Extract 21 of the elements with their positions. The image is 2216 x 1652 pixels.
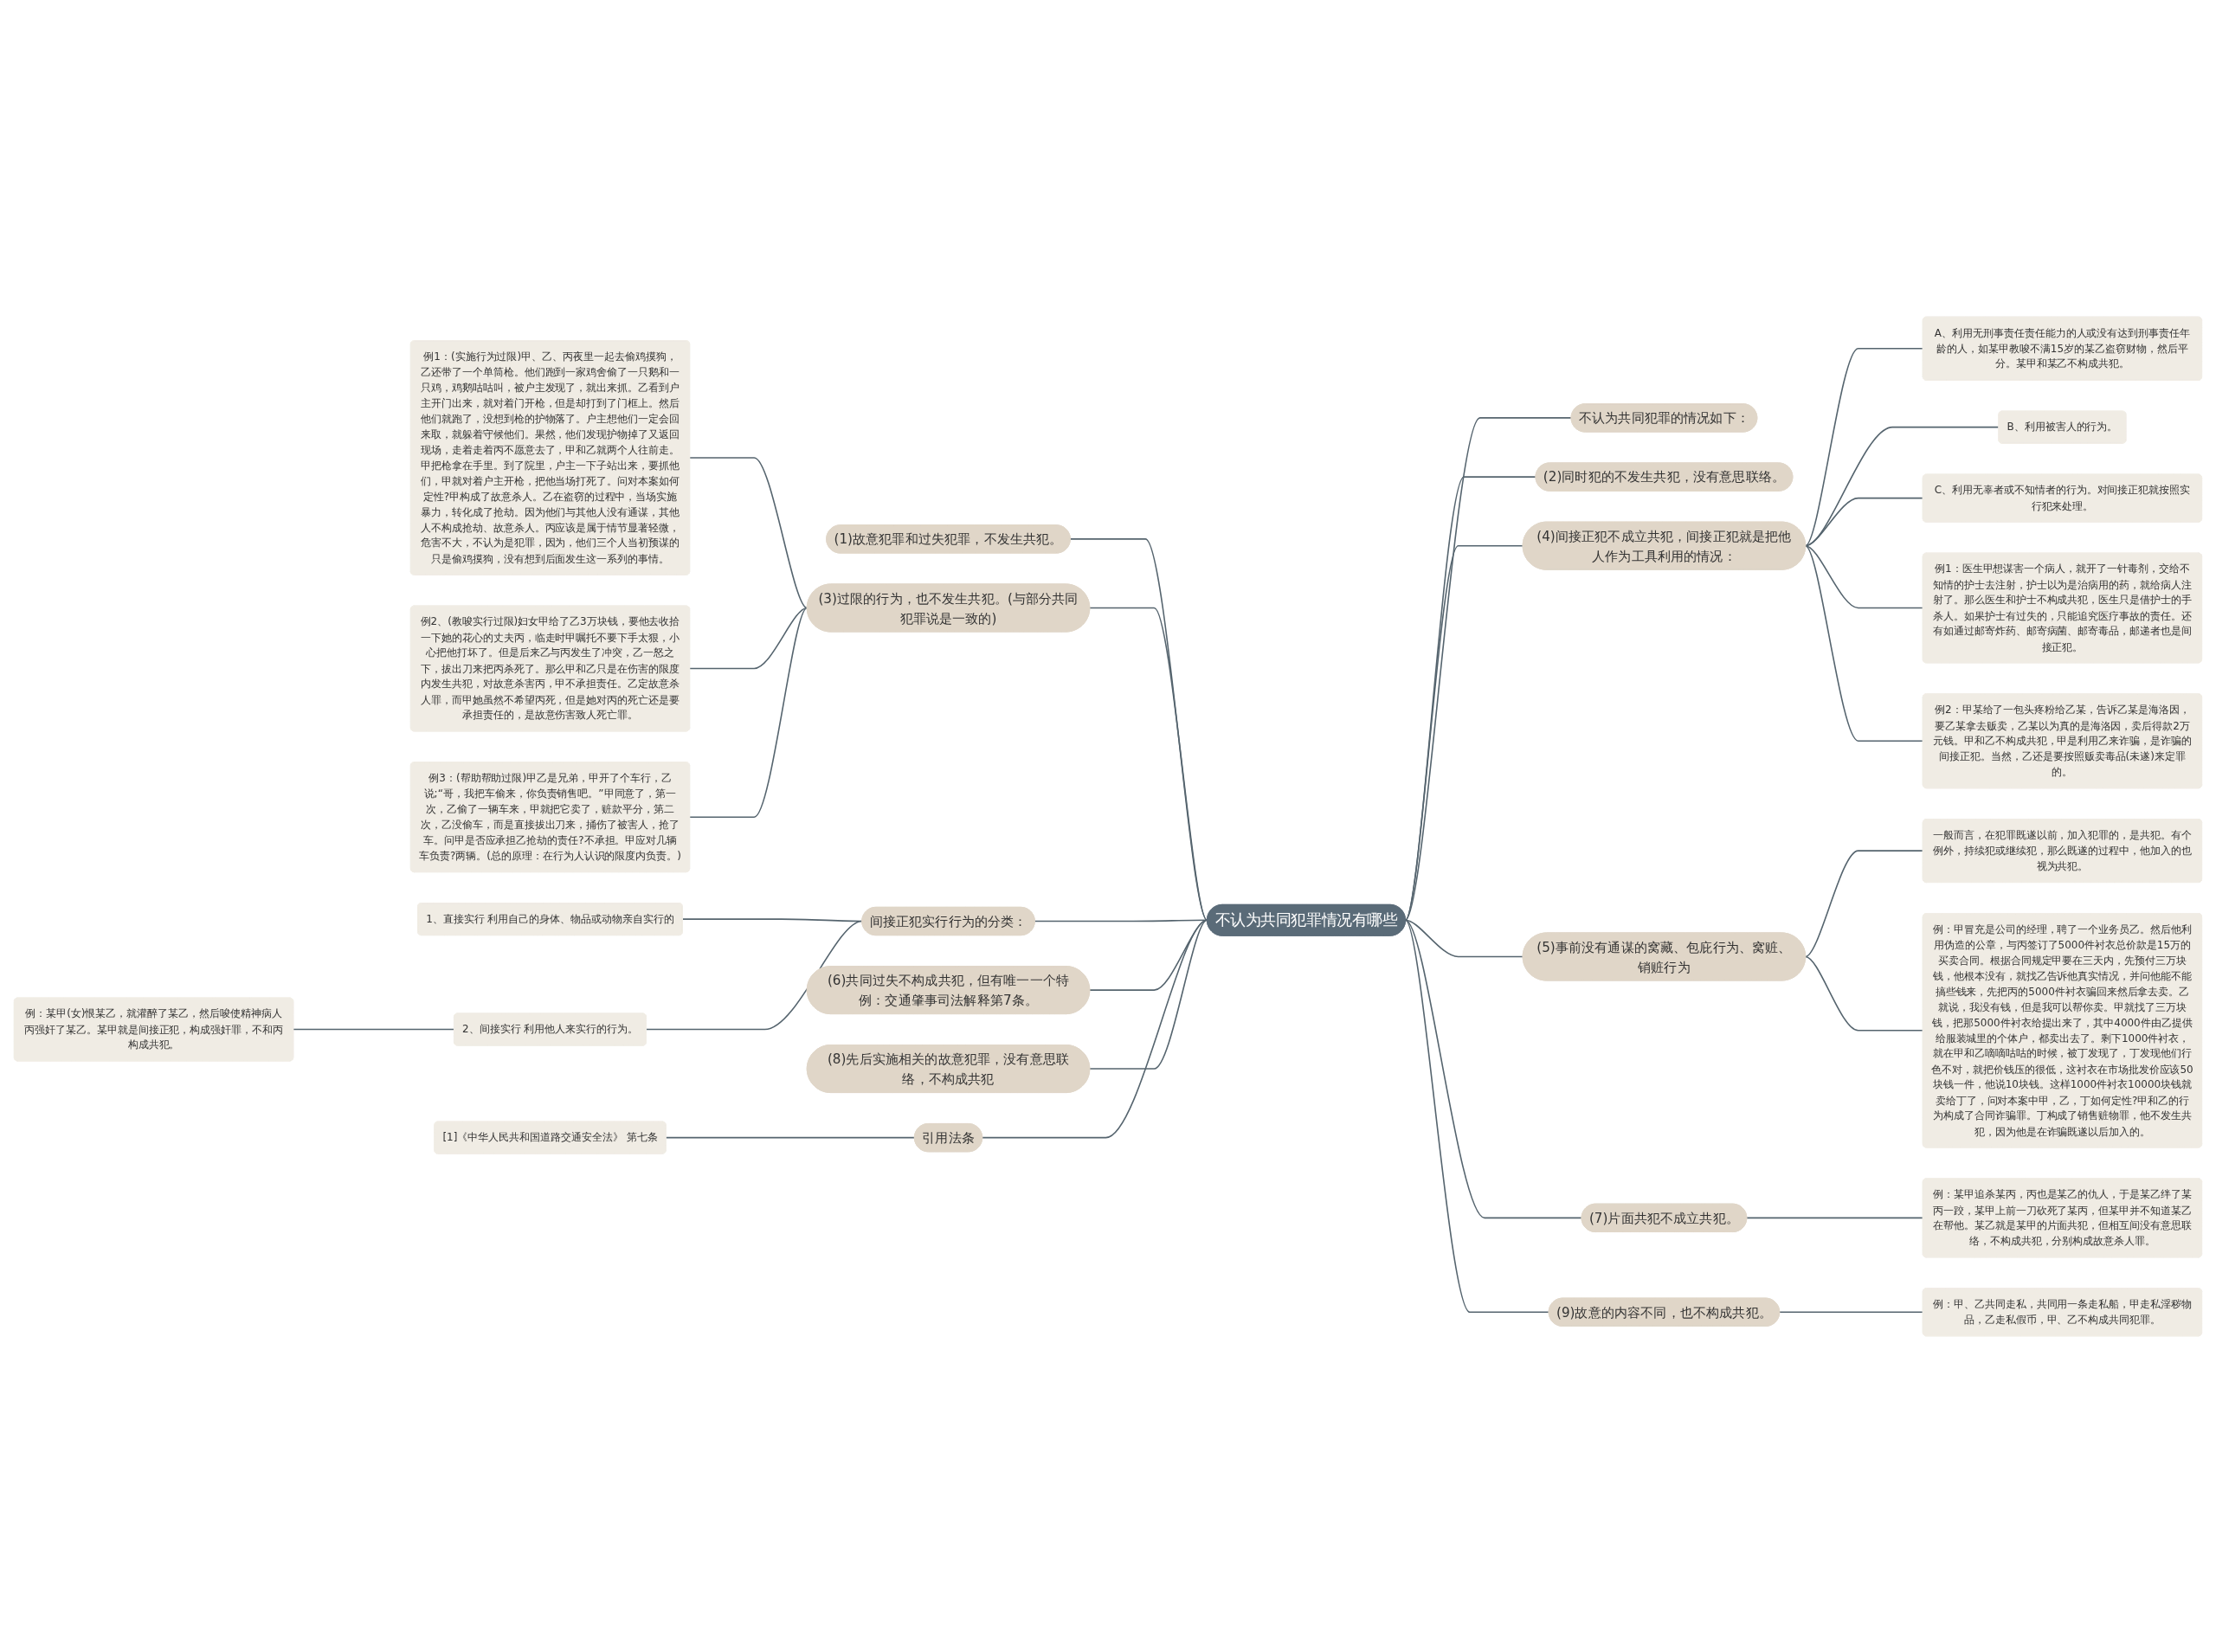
connector (665, 1136, 916, 1138)
connector (1804, 347, 1924, 546)
connector (1804, 849, 1924, 957)
connector (1088, 607, 1208, 921)
connector (1404, 416, 1572, 921)
connector (1804, 544, 1924, 608)
connector (1404, 919, 1549, 1313)
connector (1778, 1310, 1924, 1313)
connector (688, 607, 808, 818)
connector (645, 920, 863, 1030)
connector (1404, 544, 1524, 921)
connector (1404, 475, 1536, 921)
connector (1804, 955, 1924, 1032)
connector (1804, 544, 1924, 742)
connector (688, 607, 808, 669)
connector (981, 919, 1208, 1138)
connector (1069, 537, 1208, 921)
connector (1746, 1217, 1924, 1218)
connector (1404, 919, 1582, 1218)
connector (688, 456, 808, 608)
connector (292, 1028, 455, 1030)
